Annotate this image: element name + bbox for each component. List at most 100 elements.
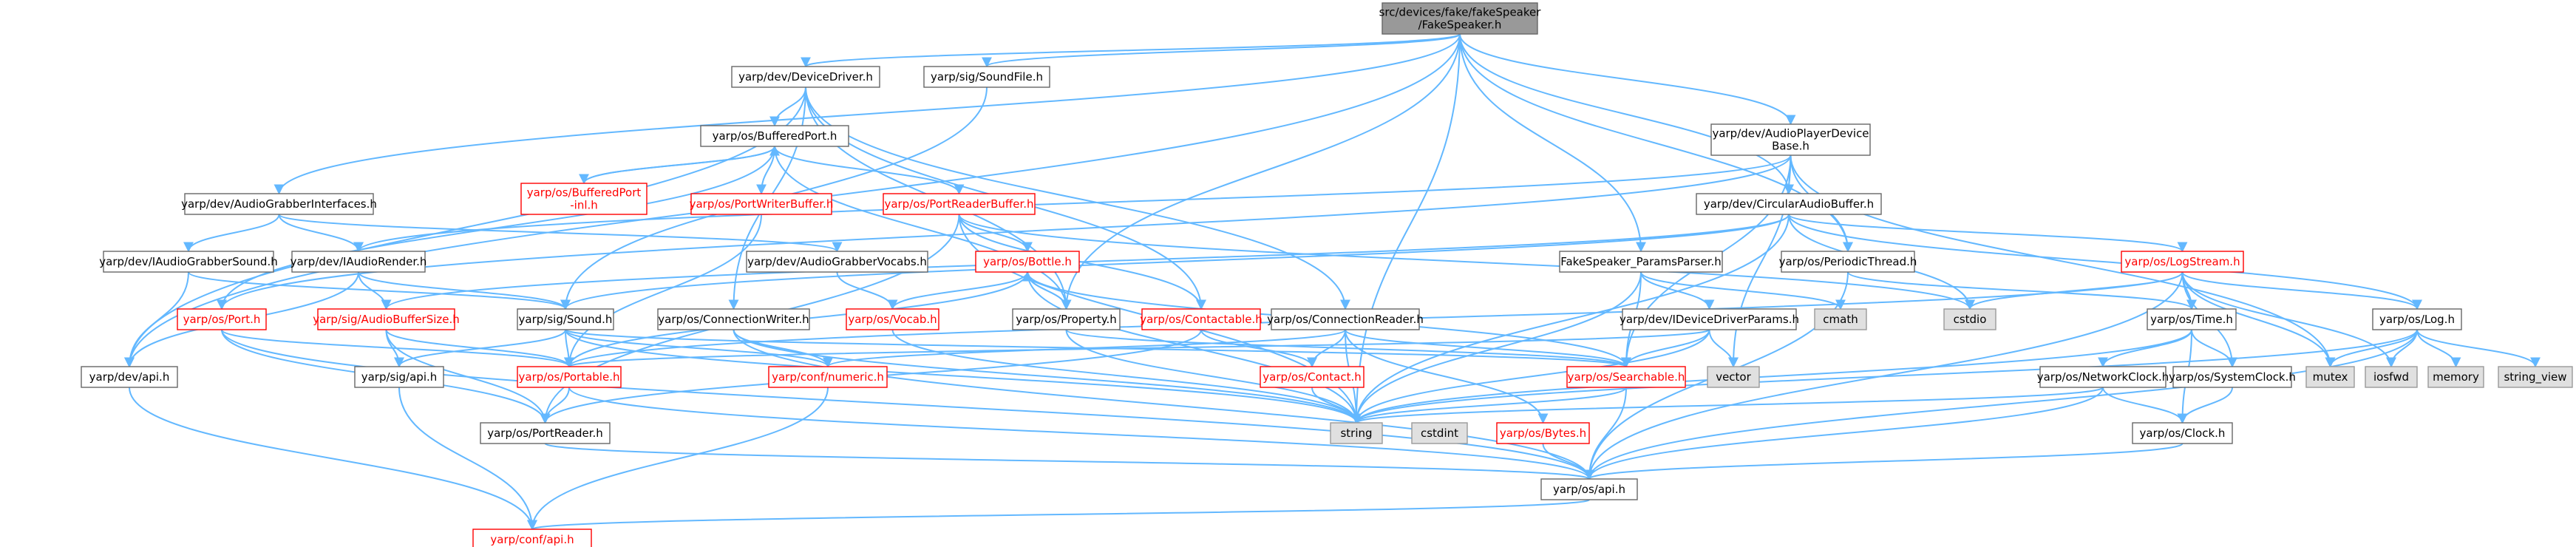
edge-fakespeakerparams-to-idevicedriverparams [1640,271,1715,310]
edge-log-to-string_view [2416,329,2541,368]
node-portable[interactable]: yarp/os/Portable.h [517,366,622,388]
node-time[interactable]: yarp/os/Time.h [2147,308,2237,330]
node-idevicedriverparams[interactable]: yarp/dev/IDeviceDriverParams.h [1620,308,1799,330]
node-box [1540,478,1638,500]
node-box [1814,308,1867,330]
node-label: Base.h [1772,140,1809,153]
node-label: yarp/os/PortReader.h [487,427,603,440]
node-devicedriver[interactable]: yarp/dev/DeviceDriver.h [731,66,880,88]
node-contact[interactable]: yarp/os/Contact.h [1260,366,1365,388]
node-box [1559,251,1723,273]
node-numeric[interactable]: yarp/conf/numeric.h [768,366,888,388]
edge-property-to-bottle [1022,271,1067,310]
edge-portreaderbuffer-to-cstdio [958,214,1975,310]
node-box [354,366,444,388]
edge-root-to-property [1061,33,1461,310]
node-bufferedportinl[interactable]: yarp/os/BufferedPort-inl.h [520,183,648,215]
edge-idevicedriverparams-to-portable [564,329,1710,368]
edge-logstream-to-iosfwd [2181,271,2396,368]
node-bottle[interactable]: yarp/os/Bottle.h [975,251,1080,273]
node-box [768,366,888,388]
edge-root-to-audioplayer [1459,33,1796,126]
node-audiobuffersize[interactable]: yarp/sig/AudioBufferSize.h [313,308,460,330]
edge-connectionreader-to-searchable [1345,329,1631,368]
node-box [700,125,849,147]
node-bytes[interactable]: yarp/os/Bytes.h [1496,422,1590,444]
node-iosfwd: iosfwd [2365,366,2418,388]
node-vocab[interactable]: yarp/os/Vocab.h [846,308,939,330]
node-label: yarp/sig/SoundFile.h [931,70,1043,84]
node-confapi[interactable]: yarp/conf/api.h [472,529,592,547]
node-osapi[interactable]: yarp/os/api.h [1540,478,1638,500]
node-periodicthread[interactable]: yarp/os/PeriodicThread.h [1779,251,1917,273]
node-box [1271,308,1420,330]
node-label: vector [1716,370,1751,384]
node-iaudiograbbersound[interactable]: yarp/dev/IAudioGrabberSound.h [99,251,278,273]
node-label: yarp/dev/IAudioRender.h [290,255,427,268]
edge-idevicedriverparams-to-searchable [1621,329,1710,368]
edge-root-to-devicedriver [801,33,1461,68]
node-root[interactable]: src/devices/fake/fakeSpeaker/FakeSpeaker… [1379,2,1542,35]
node-contactable[interactable]: yarp/os/Contactable.h [1140,308,1262,330]
node-label: yarp/os/Searchable.h [1568,370,1685,384]
node-sigapi[interactable]: yarp/sig/api.h [354,366,444,388]
node-circularaudiobuffer[interactable]: yarp/dev/CircularAudioBuffer.h [1696,193,1882,215]
edge-audiograbberinterfaces-to-audiograbbervocabs [278,214,843,253]
edge-connectionwriter-to-string [733,329,1362,424]
edge-audiograbberinterfaces-to-iaudiograbbersound [183,214,280,253]
node-bufferedport[interactable]: yarp/os/BufferedPort.h [700,125,849,147]
edge-time-to-systemclock [2191,329,2237,368]
edge-log-to-string [1351,329,2418,424]
node-box [2039,366,2167,388]
node-connectionreader[interactable]: yarp/os/ConnectionReader.h [1267,308,1424,330]
edge-numeric-to-confapi [527,387,829,531]
edge-log-to-mutex [2325,329,2418,368]
node-port[interactable]: yarp/os/Port.h [177,308,267,330]
node-sound[interactable]: yarp/sig/Sound.h [517,308,614,330]
node-label: yarp/os/Property.h [1016,313,1116,326]
edge-systemclock-to-clock [2177,387,2233,424]
node-systemclock[interactable]: yarp/os/SystemClock.h [2169,366,2296,388]
node-label: -inl.h [570,199,598,212]
edge-root-to-soundfile [982,33,1461,68]
node-label: src/devices/fake/fakeSpeaker [1379,6,1542,19]
node-box [1943,308,1996,330]
node-audiograbberinterfaces[interactable]: yarp/dev/AudioGrabberInterfaces.h [181,193,377,215]
node-box [731,66,880,88]
edge-circularaudiobuffer-to-logstream [1788,214,2188,253]
edge-vocab-to-string [891,329,1362,424]
node-box [291,251,426,273]
node-label: yarp/dev/IAudioGrabberSound.h [99,255,277,268]
node-searchable[interactable]: yarp/os/Searchable.h [1566,366,1686,388]
node-portreaderbuffer[interactable]: yarp/os/PortReaderBuffer.h [883,193,1036,215]
node-iaudiorender[interactable]: yarp/dev/IAudioRender.h [290,251,427,273]
node-audiograbbervocabs[interactable]: yarp/dev/AudioGrabberVocabs.h [746,251,928,273]
edge-bufferedportinl-to-bufferedport [583,145,780,184]
node-fakespeakerparams[interactable]: FakeSpeaker_ParamsParser.h [1559,251,1723,273]
node-box [1622,308,1797,330]
node-property[interactable]: yarp/os/Property.h [1012,308,1121,330]
edge-port-to-osapi [221,329,1594,480]
node-label: yarp/os/api.h [1553,483,1625,496]
node-clock[interactable]: yarp/os/Clock.h [2132,422,2233,444]
node-portwriterbuffer[interactable]: yarp/os/PortWriterBuffer.h [690,193,834,215]
node-portreader[interactable]: yarp/os/PortReader.h [480,422,611,444]
node-label: yarp/os/NetworkClock.h [2037,370,2169,384]
node-label: yarp/os/BufferedPort.h [713,129,837,143]
node-label: string_view [2504,370,2566,384]
node-connectionwriter[interactable]: yarp/os/ConnectionWriter.h [657,308,810,330]
edge-idevicedriverparams-to-string [1351,329,1710,424]
node-networkclock[interactable]: yarp/os/NetworkClock.h [2037,366,2169,388]
node-soundfile[interactable]: yarp/sig/SoundFile.h [923,66,1050,88]
node-label: mutex [2313,370,2348,384]
node-log[interactable]: yarp/os/Log.h [2372,308,2462,330]
node-label: yarp/os/Clock.h [2140,427,2226,440]
node-label: cstdint [1421,427,1458,440]
edge-searchable-to-osapi [1584,387,1627,480]
node-logstream[interactable]: yarp/os/LogStream.h [2121,251,2244,273]
node-box [657,308,810,330]
edge-root-to-fakespeakerparams [1459,33,1646,253]
node-devapi[interactable]: yarp/dev/api.h [81,366,178,388]
